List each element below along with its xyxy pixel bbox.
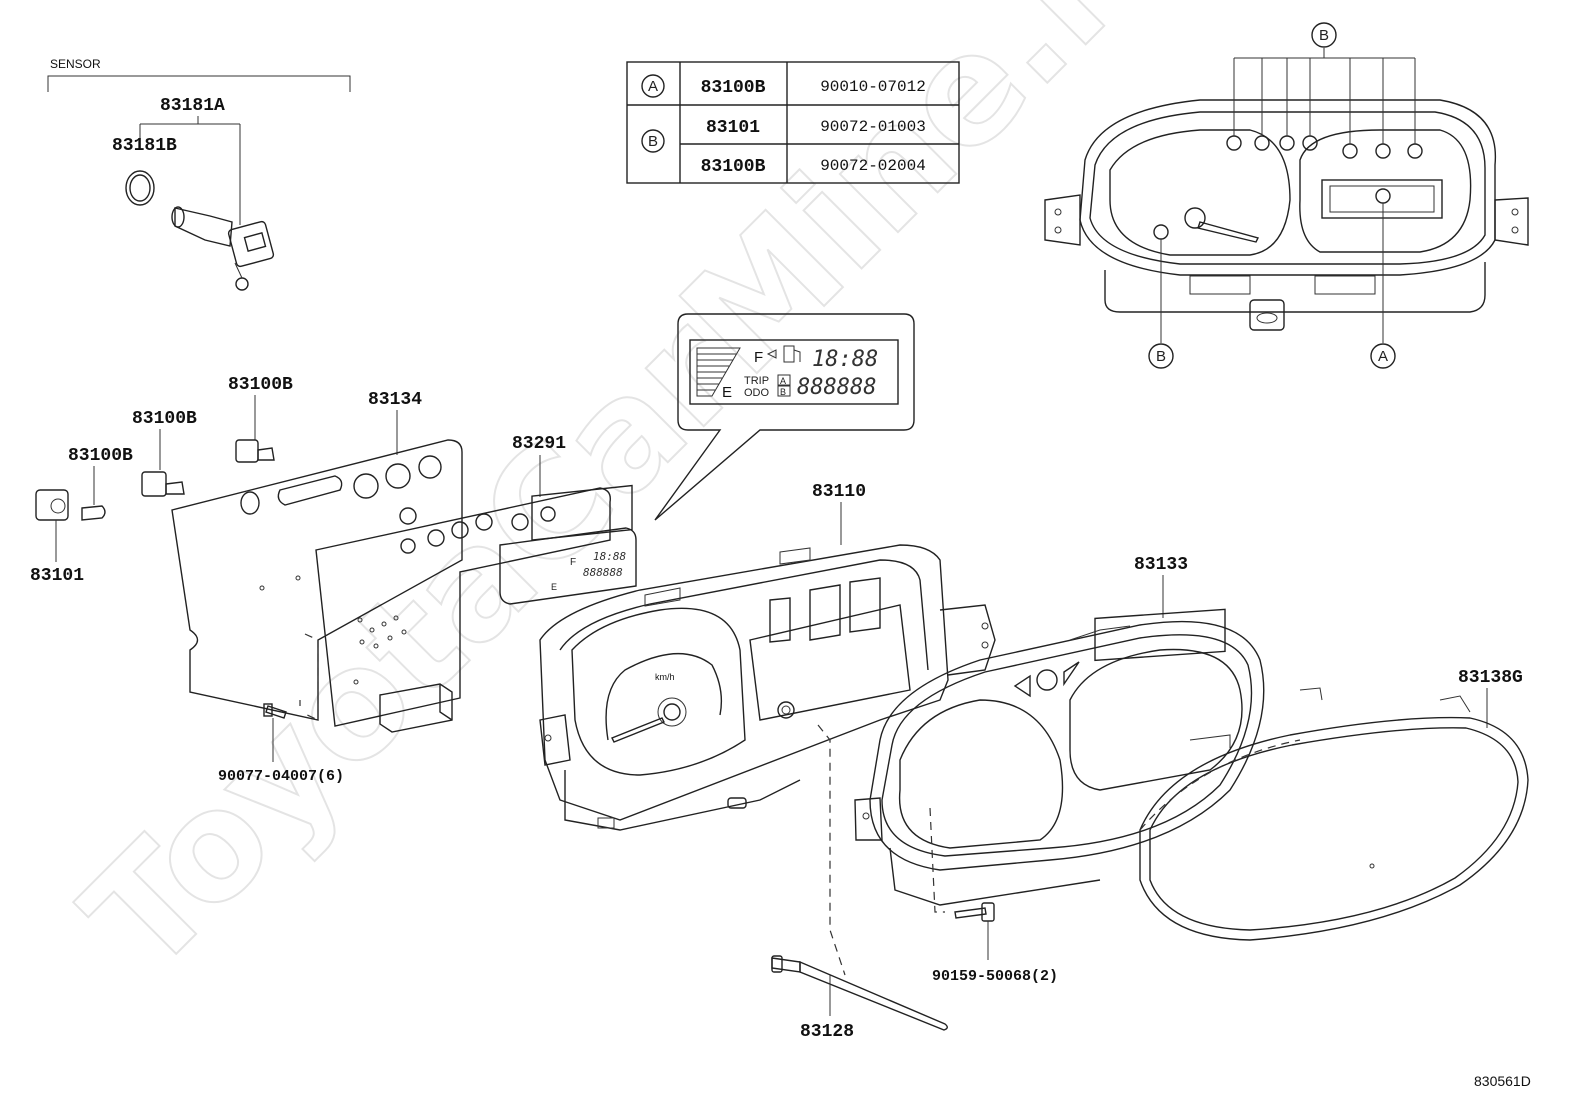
bulb-socket-mid xyxy=(141,471,185,497)
lcd-ab-a: A xyxy=(780,376,786,386)
label-83181A[interactable]: 83181A xyxy=(160,96,225,116)
bezel-83133: 83133 xyxy=(854,555,1265,913)
label-90077[interactable]: 90077-04007(6) xyxy=(218,768,344,785)
watermark: ToyotaCarMine.ru xyxy=(52,0,1230,1005)
lcd-clock: 18:88 xyxy=(812,347,878,372)
rear-pins xyxy=(1153,135,1423,240)
label-83101[interactable]: 83101 xyxy=(30,566,84,586)
label-83134[interactable]: 83134 xyxy=(368,390,422,410)
svg-text:B: B xyxy=(1156,348,1166,365)
small-lcd-fuel-full: F xyxy=(570,557,576,568)
callout-table: A B 83100B 90010-07012 83101 90072-01003… xyxy=(626,61,960,184)
housing-83110: 83110 km/h xyxy=(539,482,996,831)
label-83100B-mid[interactable]: 83100B xyxy=(132,409,197,429)
lcd-trip-label: TRIP xyxy=(744,375,769,387)
speedo-needle xyxy=(611,717,665,743)
screw-90159: 90159-50068(2) xyxy=(932,902,1058,985)
svg-text:B: B xyxy=(1319,27,1329,44)
label-83133[interactable]: 83133 xyxy=(1134,555,1188,575)
table-row-2-code[interactable]: 90072-02004 xyxy=(820,157,926,175)
lcd-module: F E 18:88 888888 xyxy=(499,484,637,605)
sensor-bracket xyxy=(47,75,351,92)
small-lcd-clock: 18:88 xyxy=(593,550,626,563)
label-83138G[interactable]: 83138G xyxy=(1458,668,1523,688)
sensor-group: SENSOR 83181A 83181B xyxy=(47,57,351,291)
rear-lcd-window xyxy=(1321,179,1443,219)
fuel-door-arrow-icon xyxy=(766,349,777,359)
screw-90077: 90077-04007(6) xyxy=(218,703,344,785)
table-key-b-circle xyxy=(641,129,665,153)
plate-83134: 83134 xyxy=(171,390,463,721)
leader-83181A xyxy=(139,116,241,225)
label-83181B[interactable]: 83181B xyxy=(112,136,177,156)
diagram-id: 830561D xyxy=(1474,1073,1531,1089)
turn-left-icon xyxy=(1013,674,1031,698)
table-row-0-part[interactable]: 83100B xyxy=(701,78,766,98)
lcd-panel xyxy=(689,339,899,405)
table-key-a: A xyxy=(648,78,658,95)
marker-b-bottom xyxy=(1148,343,1174,369)
small-lcd-fuel-empty: E xyxy=(551,582,557,592)
bulbs-group: 83100B 83100B 83100B 83101 xyxy=(30,375,293,586)
label-83128[interactable]: 83128 xyxy=(800,1022,854,1042)
speed-sensor-83181A xyxy=(171,206,275,291)
lcd-fuel-empty: E xyxy=(722,384,732,401)
table-row-1-part[interactable]: 83101 xyxy=(706,118,760,138)
label-83110[interactable]: 83110 xyxy=(812,482,866,502)
table-key-b: B xyxy=(648,133,658,150)
bulb-socket-top xyxy=(235,439,275,463)
svg-text:A: A xyxy=(1378,348,1388,365)
marker-b-top xyxy=(1311,22,1337,48)
label-83291[interactable]: 83291 xyxy=(512,434,566,454)
table-border xyxy=(626,61,960,184)
table-key-a-circle xyxy=(641,74,665,98)
lcd-ab-b: B xyxy=(780,387,786,397)
table-row-1-code[interactable]: 90072-01003 xyxy=(820,118,926,136)
alignment-dash-83128 xyxy=(817,724,846,976)
table-row-0-code[interactable]: 90010-07012 xyxy=(820,78,926,96)
label-90159[interactable]: 90159-50068(2) xyxy=(932,968,1058,985)
marker-a-bottom xyxy=(1370,343,1396,369)
label-83100B-top[interactable]: 83100B xyxy=(228,375,293,395)
o-ring-inner xyxy=(129,174,151,202)
speedo-unit: km/h xyxy=(655,672,675,682)
indicator-lens xyxy=(1036,669,1058,691)
lens-83138G: 83138G xyxy=(1139,668,1529,941)
o-ring-83181B xyxy=(125,170,155,206)
lcd-fuel-full: F xyxy=(754,349,763,366)
reset-knob-83128: 83128 xyxy=(771,955,948,1042)
needle-hub xyxy=(663,703,681,721)
lcd-odo-label: ODO xyxy=(744,387,770,399)
label-83100B-left[interactable]: 83100B xyxy=(68,446,133,466)
table-row-2-part[interactable]: 83100B xyxy=(701,157,766,177)
fuel-pump-icon xyxy=(783,345,795,363)
lcd-odometer: 888888 xyxy=(797,375,876,400)
small-lcd-odometer: 888888 xyxy=(583,566,623,579)
bulb-socket-83101 xyxy=(35,489,69,521)
turn-right-icon xyxy=(1063,661,1080,687)
rear-view-cluster: B B A xyxy=(1044,22,1529,369)
wedge-bulb xyxy=(81,505,106,521)
lcd-detail-bubble: F E 18:88 TRIP ODO A B 888888 xyxy=(654,313,915,521)
fuel-bar-graph xyxy=(696,347,741,397)
sensor-group-label: SENSOR xyxy=(50,57,101,71)
bezel-lcd-window xyxy=(1094,608,1226,662)
